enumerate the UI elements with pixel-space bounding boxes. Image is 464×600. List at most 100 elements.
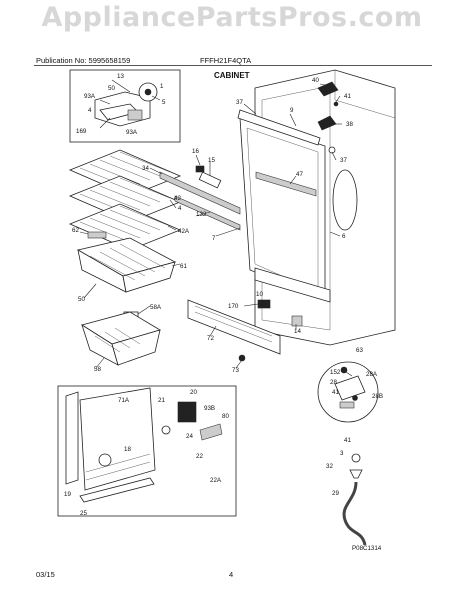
kickplate xyxy=(187,299,348,374)
label-93a: 93A xyxy=(84,93,96,100)
label-47: 47 xyxy=(296,171,303,178)
label-25: 25 xyxy=(80,510,87,517)
trim-19 xyxy=(65,391,79,485)
door-frame xyxy=(237,109,331,303)
top-hinge xyxy=(317,81,339,154)
label-29: 29 xyxy=(332,490,339,497)
switch-24 xyxy=(199,423,223,441)
label-41-detail: 41 xyxy=(332,389,339,396)
section-title: CABINET xyxy=(214,71,250,80)
label-73: 73 xyxy=(232,367,239,374)
drain-18 xyxy=(98,453,112,467)
label-170: 170 xyxy=(228,303,239,310)
hinge-screw xyxy=(333,101,339,107)
leveler-63 xyxy=(340,366,348,374)
label-40: 40 xyxy=(312,77,319,84)
label-50-fan: 50 xyxy=(108,85,115,92)
rail-25 xyxy=(79,477,155,503)
label-42: 42 xyxy=(174,195,181,202)
door-top-rail xyxy=(237,109,321,146)
header-rule xyxy=(34,65,432,66)
inset-frame-back-panel xyxy=(57,385,237,517)
label-22a: 22A xyxy=(210,477,222,484)
label-28b: 28B xyxy=(372,393,383,400)
label-19: 19 xyxy=(64,491,71,498)
fan-cover xyxy=(127,109,143,121)
wire-shelves xyxy=(68,149,182,251)
label-20: 20 xyxy=(190,389,197,396)
label-7: 7 xyxy=(212,235,216,242)
label-14: 14 xyxy=(294,328,301,335)
fan-assembly-inset xyxy=(69,69,181,143)
fan-motor-hub xyxy=(144,88,152,96)
back-panel-71a xyxy=(79,387,156,491)
basket-61-side xyxy=(122,261,176,293)
label-18: 18 xyxy=(124,446,131,453)
drain-fitting-32 xyxy=(349,469,363,479)
label-13: 13 xyxy=(117,73,124,80)
label-71a: 71A xyxy=(118,397,130,404)
label-1: 1 xyxy=(160,83,164,90)
control-box-93b xyxy=(177,401,197,423)
label-16: 16 xyxy=(192,148,199,155)
basket-58-side xyxy=(111,329,161,366)
label-3: 3 xyxy=(340,450,344,457)
footer-date: 03/15 xyxy=(36,570,55,579)
label-62: 62 xyxy=(72,227,79,234)
label-21: 21 xyxy=(158,397,165,404)
label-9: 9 xyxy=(290,107,294,114)
label-58: 58 xyxy=(94,366,101,373)
label-5: 5 xyxy=(162,99,166,106)
bracket-10 xyxy=(257,299,271,309)
hinge-pin-37 xyxy=(328,146,336,154)
label-10: 10 xyxy=(256,291,263,298)
bracket-28 xyxy=(334,375,366,401)
wire-shelf-bottom xyxy=(68,203,182,251)
label-4-shelf: 4 xyxy=(178,205,182,212)
label-80: 80 xyxy=(222,413,229,420)
label-93b: 93B xyxy=(204,405,215,412)
label-37-top: 37 xyxy=(236,99,243,106)
label-4-fan: 4 xyxy=(88,107,92,114)
label-41-drain: 41 xyxy=(344,437,351,444)
label-63: 63 xyxy=(356,347,363,354)
label-42a: 42A xyxy=(178,228,190,235)
figure-code: P08C1314 xyxy=(352,545,382,552)
label-28a: 28A xyxy=(366,371,378,378)
label-38: 38 xyxy=(346,121,353,128)
foot-28b xyxy=(339,401,355,409)
label-6: 6 xyxy=(342,233,346,240)
hinge-cap-40 xyxy=(317,81,339,97)
label-72: 72 xyxy=(207,335,214,342)
drain-tube-29 xyxy=(342,481,367,546)
screw-41-detail xyxy=(352,395,358,401)
part-labels: 13 50 93A 1 4 5 169 93A 40 41 38 37 9 37… xyxy=(64,73,383,552)
label-41-hinge: 41 xyxy=(344,93,351,100)
detail-outline xyxy=(317,361,379,423)
watermark-text: AppliancePartsPros.com xyxy=(41,2,423,33)
label-93a-lower: 93A xyxy=(126,129,138,136)
clip-14 xyxy=(291,315,303,327)
label-58a: 58A xyxy=(150,304,162,311)
drain-tube-assembly xyxy=(342,453,367,546)
label-169: 169 xyxy=(76,128,87,135)
label-15: 15 xyxy=(208,157,215,164)
clip-16 xyxy=(195,165,205,173)
basket-handle-62 xyxy=(87,231,107,239)
leader-lines xyxy=(79,83,353,377)
page-number: 4 xyxy=(229,570,234,579)
door-bottom-rail xyxy=(254,267,331,303)
detail-circle xyxy=(317,361,379,423)
drain-cap-3 xyxy=(351,453,361,463)
cabinet-side-vent xyxy=(332,169,358,231)
basket-58 xyxy=(81,311,161,366)
thermostat-21 xyxy=(161,425,171,435)
label-22: 22 xyxy=(196,453,203,460)
label-37-side: 37 xyxy=(340,157,347,164)
door-liner xyxy=(239,117,326,301)
label-152: 152 xyxy=(330,369,341,376)
rail-34 xyxy=(159,171,241,215)
label-34: 34 xyxy=(142,165,149,172)
label-50-basket: 50 xyxy=(78,296,85,303)
